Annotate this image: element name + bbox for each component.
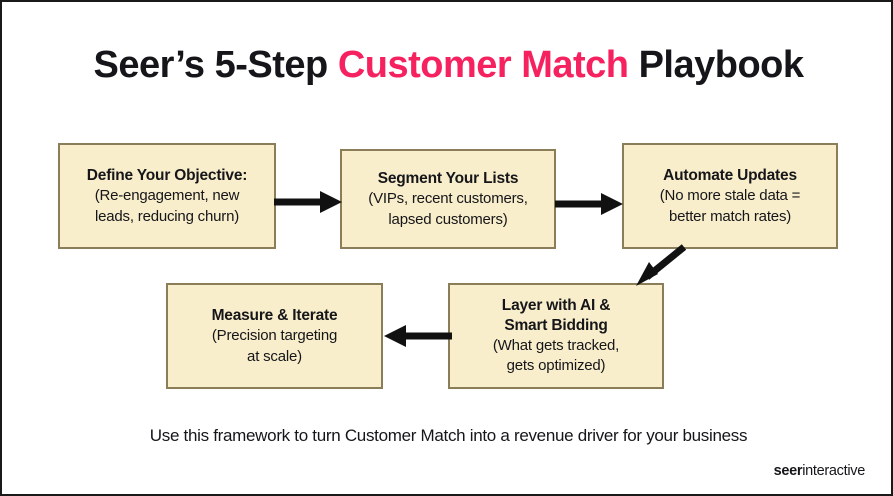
logo-bold-text: seer xyxy=(773,463,803,479)
step-4-detail-line-2: gets optimized) xyxy=(506,357,606,375)
step-box-2: Segment Your Lists (VIPs, recent custome… xyxy=(340,149,556,249)
footer-caption: Use this framework to turn Customer Matc… xyxy=(149,426,748,445)
step-3-detail-line-1: (No more stale data = xyxy=(659,187,801,205)
title-accent: Customer Match xyxy=(337,44,629,86)
step-2-heading: Segment Your Lists xyxy=(377,169,519,187)
step-2-detail-line-2: lapsed customers) xyxy=(388,210,508,228)
step-box-3: Automate Updates (No more stale data = b… xyxy=(622,143,838,249)
step-5-heading: Measure & Iterate xyxy=(211,306,338,324)
arrow-left-icon-step4-to-step5 xyxy=(384,325,452,347)
step-5-detail-line-2: at scale) xyxy=(247,347,302,365)
step-4-heading-line-1: Layer with AI & xyxy=(501,297,611,315)
step-box-4: Layer with AI & Smart Bidding (What gets… xyxy=(448,283,664,389)
page-title: Seer’s 5-Step Customer Match Playbook xyxy=(2,44,891,87)
step-4-heading-line-2: Smart Bidding xyxy=(504,316,608,334)
arrow-right-icon-step1-to-step2 xyxy=(274,191,342,213)
step-1-heading: Define Your Objective: xyxy=(86,166,248,184)
seer-interactive-logo: seerinteractive xyxy=(773,463,866,479)
step-4-detail-line-1: (What gets tracked, xyxy=(492,336,620,354)
step-2-detail-line-1: (VIPs, recent customers, xyxy=(368,190,528,208)
step-3-detail-line-2: better match rates) xyxy=(668,207,792,225)
step-1-detail-line-1: (Re-engagement, new xyxy=(94,187,240,205)
step-box-1: Define Your Objective: (Re-engagement, n… xyxy=(58,143,276,249)
step-3-heading: Automate Updates xyxy=(663,166,797,184)
step-5-detail-line-1: (Precision targeting xyxy=(211,327,338,345)
logo-light-text: interactive xyxy=(802,463,865,479)
arrow-right-icon-step2-to-step3 xyxy=(555,193,623,215)
title-part-2: Playbook xyxy=(628,44,804,86)
step-1-detail-line-2: leads, reducing churn) xyxy=(94,207,240,225)
title-part-1: Seer’s 5-Step xyxy=(93,44,338,86)
arrow-diagonal-icon-step3-to-step4 xyxy=(636,244,687,286)
step-box-5: Measure & Iterate (Precision targeting a… xyxy=(166,283,383,389)
